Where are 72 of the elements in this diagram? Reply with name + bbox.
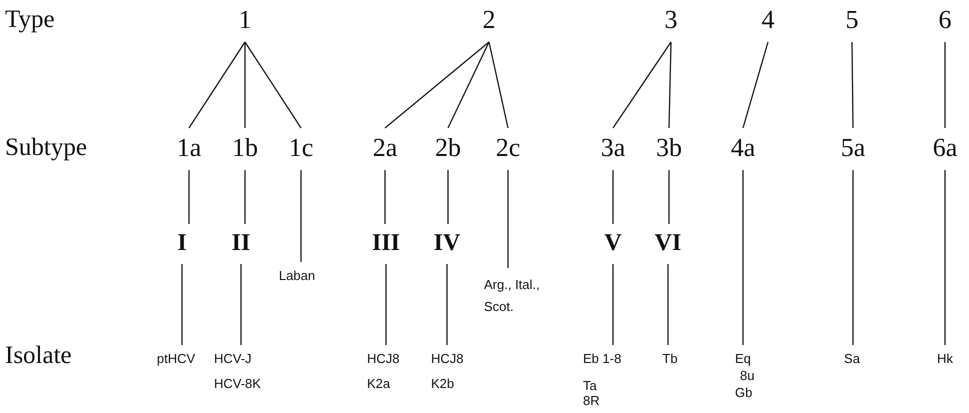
tree-line bbox=[507, 170, 509, 268]
numeral-label: III bbox=[372, 230, 400, 256]
tree-line bbox=[612, 42, 672, 128]
node-label: 2 bbox=[482, 6, 496, 34]
node-label: 5 bbox=[846, 6, 858, 34]
isolate-label: 8R bbox=[583, 393, 601, 408]
node-label: 1b bbox=[232, 134, 258, 162]
numeral-label: II bbox=[232, 230, 250, 256]
isolate-label: HCJ8 bbox=[367, 351, 400, 366]
isolate-label: HCV-8K bbox=[214, 376, 261, 391]
isolate-label: Arg., Ital., Scot. bbox=[484, 274, 566, 318]
isolate-label: HCV-J bbox=[214, 351, 253, 366]
node-label: 1a bbox=[176, 134, 202, 162]
node-label: 1 bbox=[238, 6, 252, 34]
node-label: 6 bbox=[938, 6, 952, 34]
node-label: 5a bbox=[840, 134, 866, 162]
node-label: 2c bbox=[496, 134, 520, 162]
tree-line bbox=[488, 42, 509, 128]
tree-line bbox=[447, 42, 490, 128]
isolate-label: Ta bbox=[583, 378, 598, 393]
isolate-label: Eb 1-8 bbox=[583, 351, 622, 366]
isolate-label: Laban bbox=[278, 268, 316, 283]
tree-line bbox=[944, 170, 946, 345]
node-label: 3a bbox=[600, 134, 626, 162]
node-label: 6a bbox=[932, 134, 958, 162]
tree-line bbox=[667, 264, 669, 345]
node-label: 4 bbox=[762, 6, 774, 34]
tree-line bbox=[742, 42, 769, 128]
tree-line bbox=[446, 264, 448, 345]
isolate-label: ptHCV bbox=[156, 351, 196, 366]
node-label: 3b bbox=[656, 134, 682, 162]
isolate-label: Eq bbox=[735, 351, 752, 366]
tree-line bbox=[244, 42, 246, 128]
tree-line bbox=[851, 42, 854, 128]
isolate-label: Hk bbox=[937, 351, 953, 366]
isolate-label: Sa bbox=[844, 351, 860, 366]
numeral-label: IV bbox=[434, 230, 460, 256]
tree-line bbox=[384, 170, 386, 224]
tree-line bbox=[742, 170, 744, 345]
node-label: 2a bbox=[372, 134, 398, 162]
numeral-label: I bbox=[177, 230, 187, 256]
tree-line bbox=[181, 264, 183, 345]
isolate-label: K2a bbox=[367, 376, 392, 391]
isolate-label: Tb bbox=[662, 351, 678, 366]
isolate-label: K2b bbox=[431, 376, 456, 391]
row-label: Subtype bbox=[5, 134, 87, 162]
isolate-label: Gb bbox=[735, 385, 754, 400]
tree-line bbox=[668, 42, 672, 128]
tree-line bbox=[385, 264, 387, 345]
numeral-label: V bbox=[604, 230, 622, 256]
tree-line bbox=[944, 42, 946, 128]
tree-line bbox=[188, 42, 246, 128]
row-label: Isolate bbox=[5, 342, 72, 370]
node-label: 2b bbox=[435, 134, 461, 162]
node-label: 4a bbox=[730, 134, 756, 162]
tree-line bbox=[244, 170, 246, 224]
node-label: 3 bbox=[664, 6, 678, 34]
numeral-label: VI bbox=[654, 230, 682, 256]
tree-line bbox=[668, 170, 670, 224]
tree-line bbox=[852, 170, 854, 345]
tree-line bbox=[447, 170, 449, 224]
isolate-label: HCJ8 bbox=[431, 351, 464, 366]
tree-line bbox=[300, 170, 302, 262]
tree-line bbox=[384, 42, 490, 128]
row-label: Type bbox=[5, 6, 55, 34]
tree-line bbox=[240, 264, 242, 345]
tree-line bbox=[188, 170, 190, 224]
isolate-label: 8u bbox=[739, 368, 754, 383]
tree-line bbox=[612, 170, 614, 224]
tree-line bbox=[612, 264, 614, 345]
node-label: 1c bbox=[288, 134, 314, 162]
tree-line bbox=[244, 42, 302, 128]
